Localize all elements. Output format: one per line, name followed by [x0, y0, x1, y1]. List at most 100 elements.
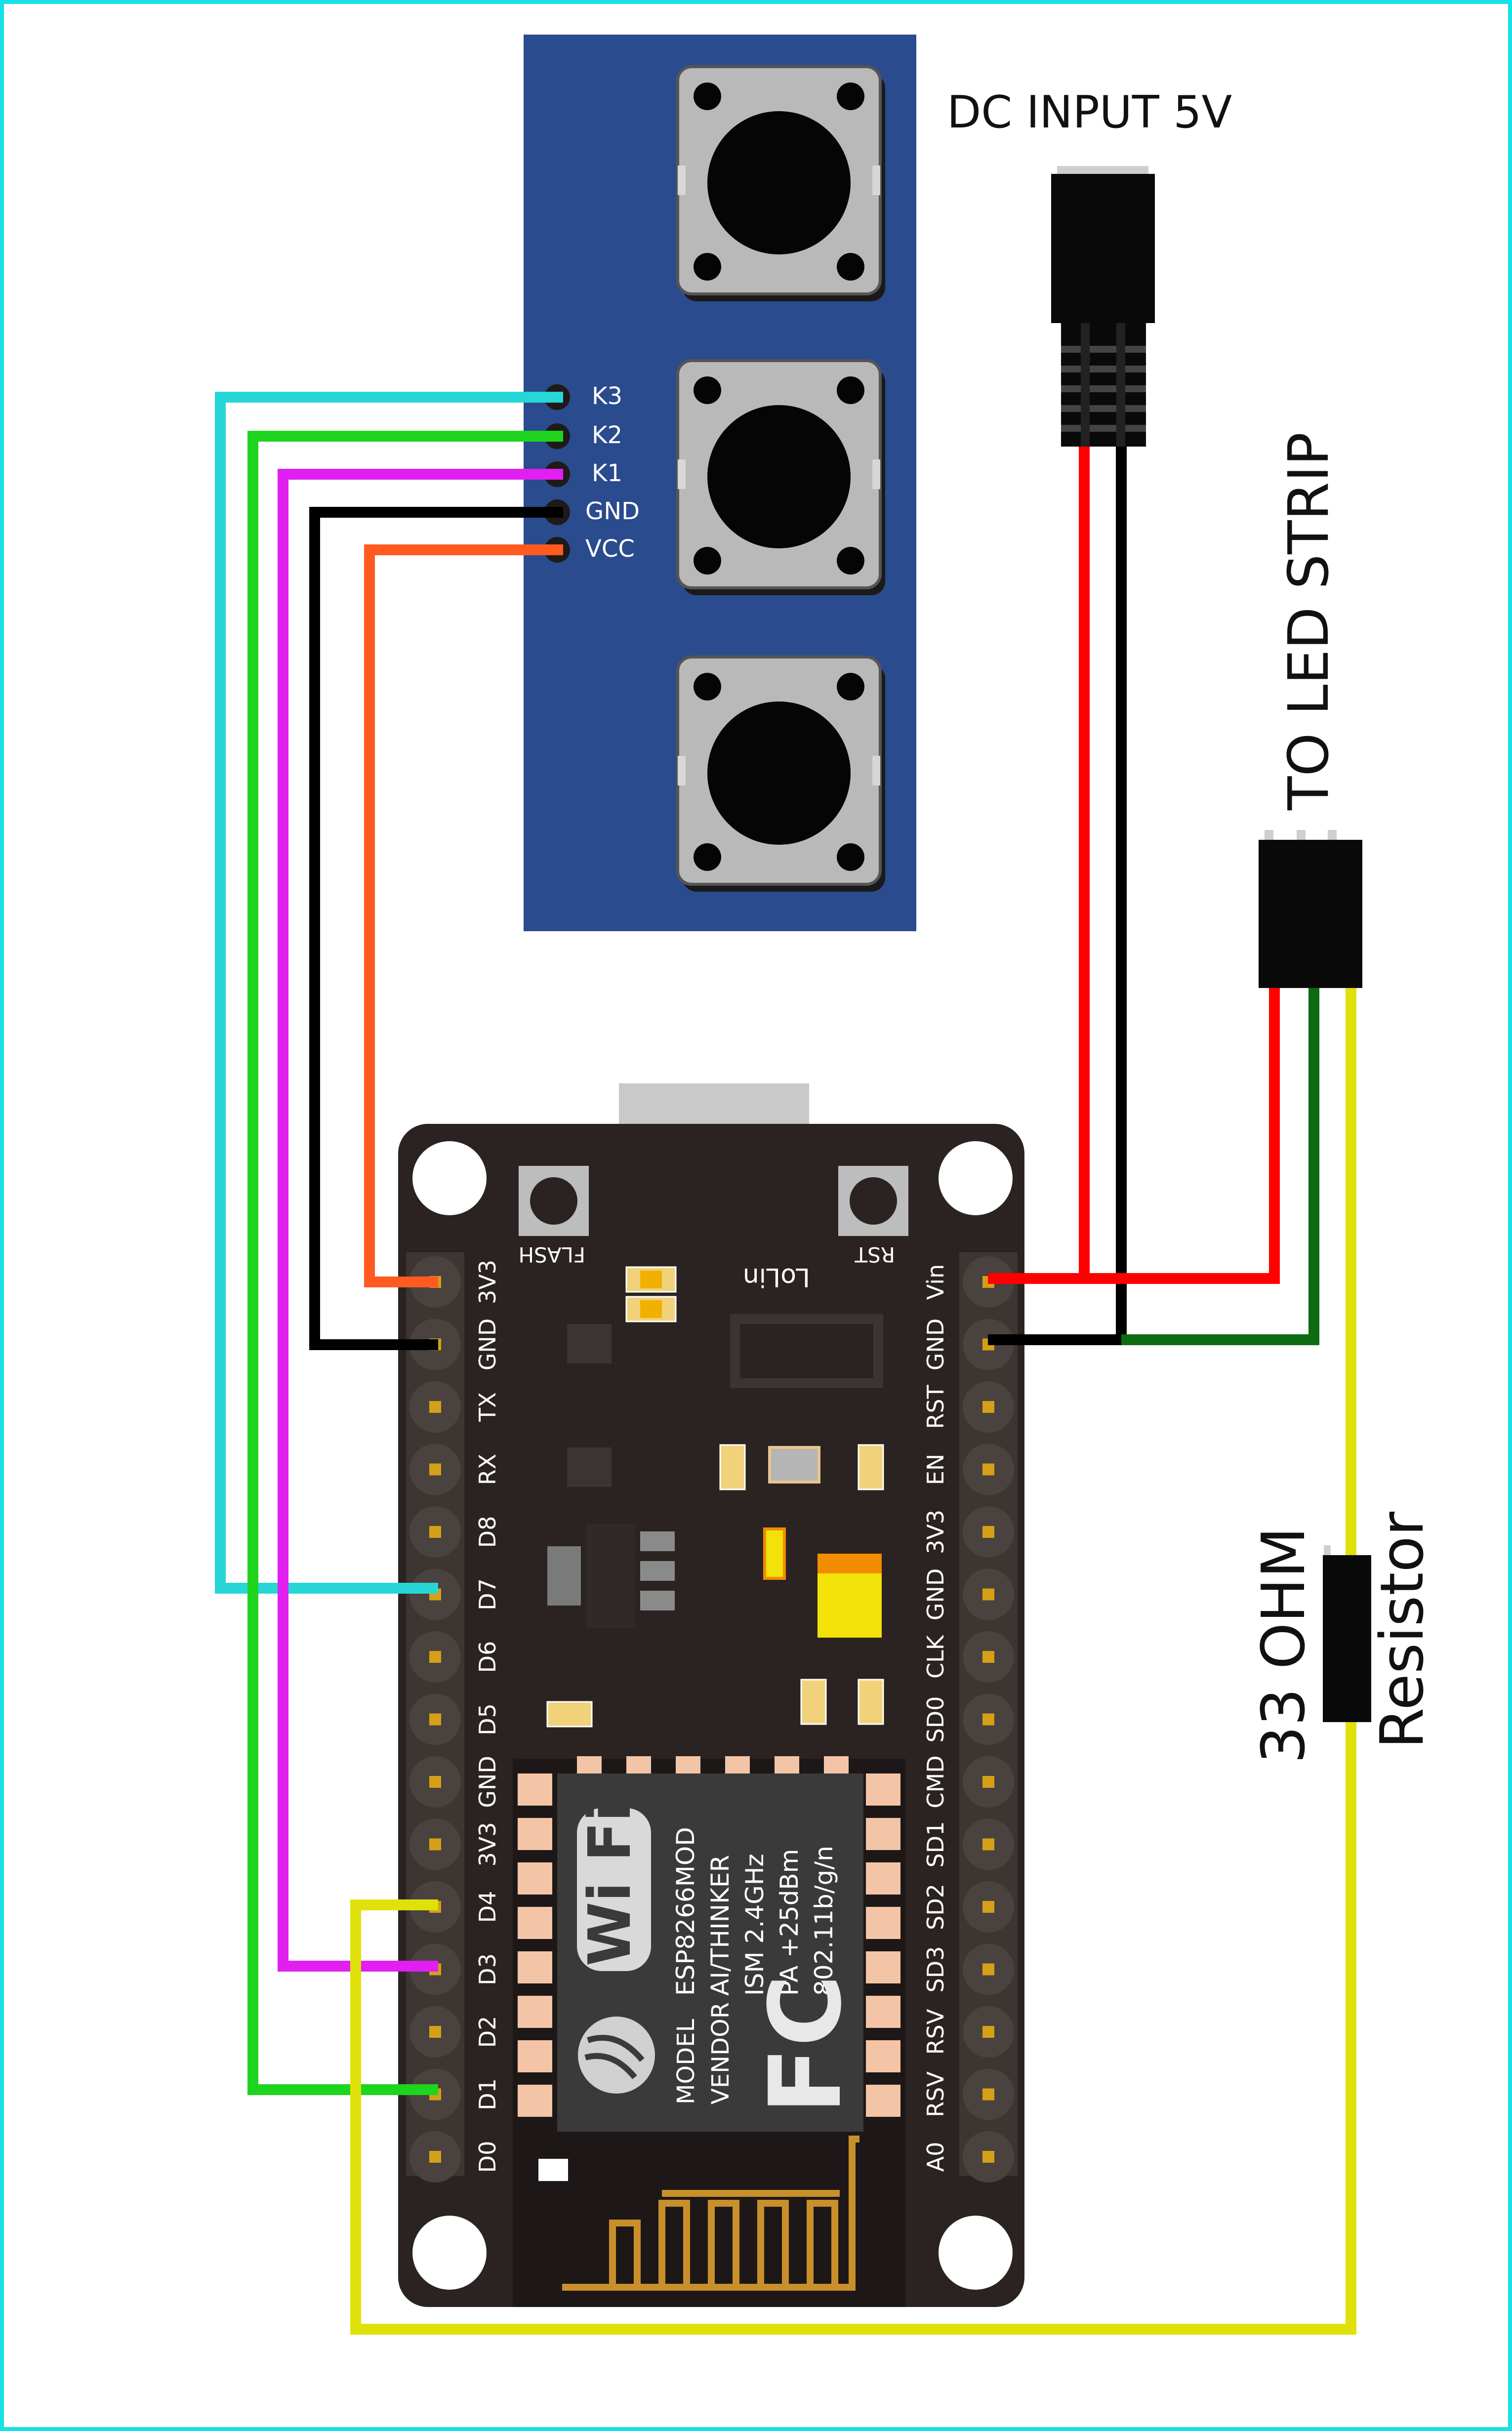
led-strip-label: TO LED STRIP: [1277, 432, 1341, 811]
left-pin-label-2: GND: [474, 1319, 501, 1370]
left-pin-label-4: RX: [474, 1454, 501, 1485]
right-pin-label-10: SD1: [922, 1821, 949, 1868]
right-pin-label-2: GND: [922, 1319, 949, 1370]
flash-label: FLASH: [519, 1242, 586, 1267]
left-pin-label-7: D6: [474, 1641, 501, 1673]
left-pin-label-14: D1: [474, 2078, 501, 2110]
left-pin-pad-9: [429, 1776, 441, 1788]
left-pin-pad-15: [429, 2151, 441, 2163]
wire-gnd-to-gnd: [309, 507, 563, 1350]
right-pin-label-9: CMD: [922, 1755, 949, 1808]
right-pin-label-12: SD3: [922, 1946, 949, 1993]
wire-resistor-to-d4: [350, 1722, 1356, 2335]
right-pin-pad-12: [982, 1963, 994, 1976]
esp-module-line-5: 802.11b/g/n: [810, 1846, 838, 1996]
right-pin-label-3: RST: [922, 1384, 949, 1429]
vendor-label: VENDOR: [707, 2002, 735, 2104]
right-pin-pad-9: [982, 1776, 994, 1788]
right-pin-label-13: RSV: [922, 2009, 949, 2055]
resistor: [1323, 1545, 1371, 1722]
module-pin-label-vcc: VCC: [585, 535, 635, 563]
right-pin-pad-4: [982, 1463, 994, 1476]
left-pin-label-15: D0: [474, 2141, 501, 2173]
module-pin-label-k1: K1: [592, 459, 622, 487]
esp-pads: [518, 1756, 900, 2117]
module-pin-label-k2: K2: [592, 421, 622, 449]
right-pin-label-6: GND: [922, 1568, 949, 1620]
right-pin-label-1: Vin: [922, 1264, 949, 1300]
right-header-pins: [963, 1256, 1014, 2183]
dc-input-label: DC INPUT 5V: [947, 86, 1232, 138]
right-pin-pad-8: [982, 1713, 994, 1726]
wire-led-red-to-vin: [1084, 988, 1280, 1284]
left-pin-label-5: D8: [474, 1516, 501, 1548]
left-pin-label-9: GND: [474, 1756, 501, 1808]
esp8266-module: Wi Fi ESP8266MOD AI/THINKER ISM 2.4GHz P…: [513, 1756, 905, 2307]
right-pin-label-14: RSV: [922, 2071, 949, 2117]
left-pin-pad-10: [429, 1838, 441, 1851]
rst-label: RST: [855, 1242, 895, 1267]
wire-vcc-to-3v3: [364, 544, 563, 1287]
pcb-antenna: [538, 2136, 859, 2291]
resistor-value-label: 33 OHM: [1250, 1527, 1318, 1764]
module-pin-label-k3: K3: [592, 382, 622, 410]
esp-module-line-4: PA +25dBm: [775, 1849, 804, 1996]
left-pin-label-6: D7: [474, 1578, 501, 1610]
right-pin-label-7: CLK: [922, 1634, 949, 1679]
smd-components: [546, 1266, 884, 1728]
left-pin-label-3: TX: [474, 1392, 501, 1422]
espressif-logo-icon: [578, 2017, 655, 2094]
fcc-logo: FC: [748, 1975, 863, 2114]
mount-hole-bottom-right: [939, 2216, 1013, 2290]
model-label: MODEL: [672, 2019, 700, 2104]
push-button-1: [676, 65, 885, 301]
left-pin-label-11: D4: [474, 1891, 501, 1923]
right-pin-label-4: EN: [922, 1454, 949, 1485]
left-pin-label-1: 3V3: [474, 1260, 501, 1304]
left-header-pins: [409, 1256, 461, 2183]
wire-k2-to-d1: [247, 431, 563, 2095]
esp-module-line-1: ESP8266MOD: [671, 1827, 700, 1996]
wifi-logo-text: Wi Fi: [575, 1802, 644, 1966]
button-module: K3 K2 K1 GND VCC: [524, 35, 916, 931]
mount-hole-bottom-left: [412, 2216, 487, 2290]
lolin-label: LoLin: [743, 1262, 810, 1292]
left-pin-label-13: D2: [474, 2016, 501, 2048]
esp-module-line-3: ISM 2.4GHz: [740, 1854, 769, 1996]
left-pin-pad-8: [429, 1713, 441, 1726]
right-pin-label-11: SD2: [922, 1884, 949, 1930]
flash-button[interactable]: [519, 1166, 589, 1236]
mount-hole-top-left: [412, 1141, 487, 1215]
wifi-logo-icon: [577, 1808, 651, 1971]
module-pin-label-gnd: GND: [585, 497, 640, 525]
left-pin-label-10: 3V3: [474, 1822, 501, 1866]
reset-button[interactable]: [838, 1166, 908, 1236]
right-pin-label-5: 3V3: [922, 1510, 949, 1554]
right-pin-pad-3: [982, 1401, 994, 1413]
right-pin-pad-6: [982, 1588, 994, 1601]
left-pin-pad-4: [429, 1463, 441, 1476]
nodemcu-board: FLASH RST LoLin: [398, 1083, 1024, 2307]
right-pin-labels: VinGNDRSTEN3V3GNDCLKSD0CMDSD1SD2SD3RSVRS…: [922, 1264, 949, 2172]
right-pin-label-8: SD0: [922, 1696, 949, 1743]
left-pin-pad-13: [429, 2026, 441, 2038]
right-pin-pad-14: [982, 2088, 994, 2101]
dc-power-jack: [1051, 166, 1155, 447]
left-pin-label-12: D3: [474, 1953, 501, 1985]
right-pin-label-15: A0: [922, 2142, 949, 2172]
led-strip-connector: [1259, 830, 1362, 988]
wire-k3-to-d7: [215, 392, 563, 1594]
left-pin-label-8: D5: [474, 1703, 501, 1735]
left-pin-pad-5: [429, 1526, 441, 1538]
right-pin-pad-7: [982, 1651, 994, 1663]
esp-module-line-2: AI/THINKER: [706, 1855, 735, 1996]
right-pin-pad-10: [982, 1838, 994, 1851]
resistor-word-label: Resistor: [1368, 1511, 1437, 1749]
right-pin-pad-13: [982, 2026, 994, 2038]
right-pin-pad-15: [982, 2151, 994, 2163]
push-button-3: [676, 656, 885, 892]
right-pin-pad-5: [982, 1526, 994, 1538]
left-pin-pad-7: [429, 1651, 441, 1663]
left-pin-pad-3: [429, 1401, 441, 1413]
